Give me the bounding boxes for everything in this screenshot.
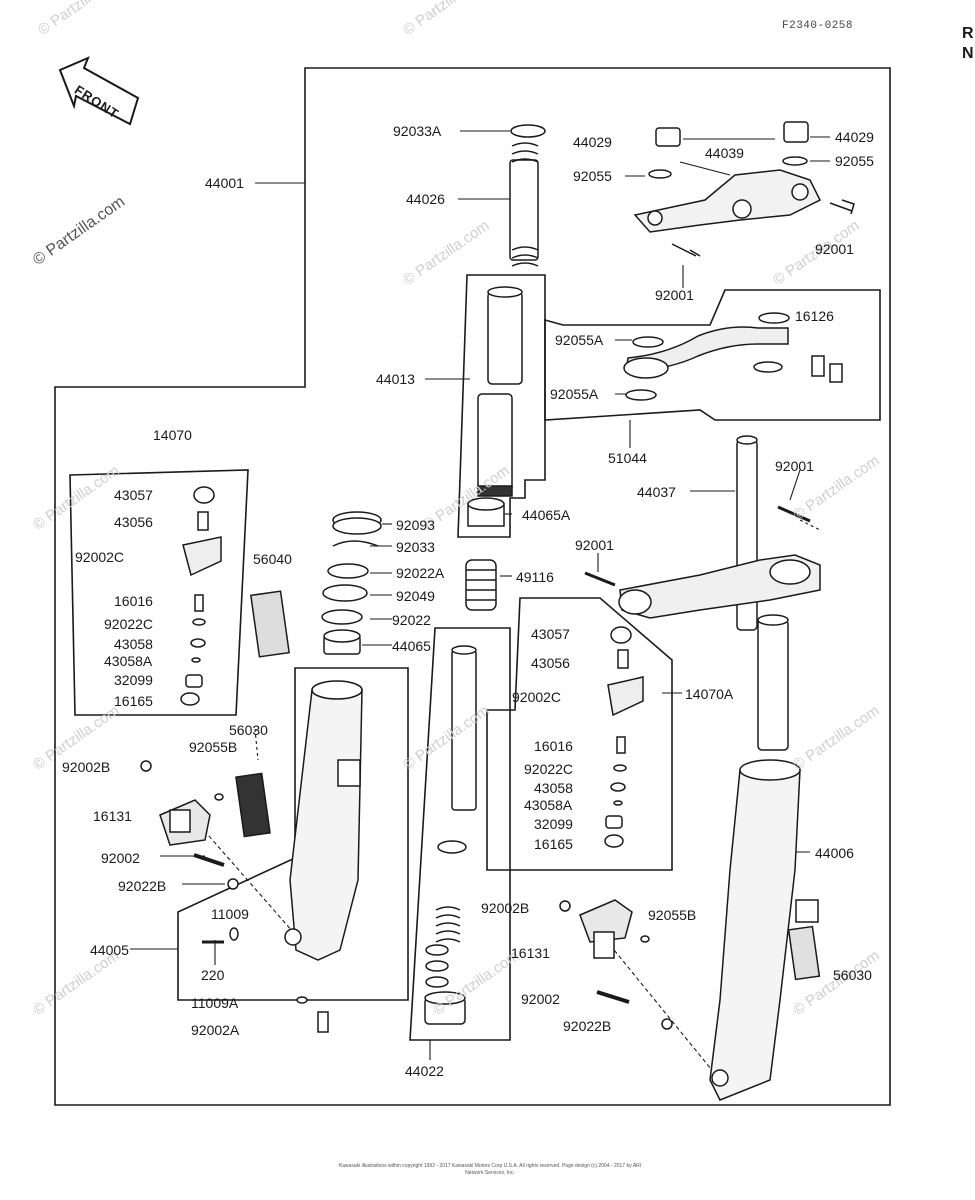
callout-14070A: 14070A xyxy=(685,686,734,702)
callout-92001: 92001 xyxy=(815,241,854,257)
callout-92033: 92033 xyxy=(396,539,435,555)
group-outline-51044 xyxy=(544,289,881,421)
callout-51044: 51044 xyxy=(608,450,647,466)
callout-43058A: 43058A xyxy=(524,797,573,813)
callout-92055: 92055 xyxy=(573,168,612,184)
callout-44065A: 44065A xyxy=(522,507,571,523)
callout-56030: 56030 xyxy=(833,967,872,983)
callout-43056: 43056 xyxy=(114,514,153,530)
callout-44001: 44001 xyxy=(205,175,244,191)
group-outline-44001 xyxy=(54,67,891,1106)
callout-16126: 16126 xyxy=(795,308,834,324)
callout-92055B: 92055B xyxy=(189,739,238,755)
callout-92055B: 92055B xyxy=(648,907,697,923)
callout-92022C: 92022C xyxy=(104,616,154,632)
figure-code: F2340-0258 xyxy=(782,20,854,32)
callout-220: 220 xyxy=(201,967,225,983)
copyright-notice: Kawasaki illustrations within copyright … xyxy=(338,1163,642,1176)
callout-92002: 92002 xyxy=(521,991,560,1007)
callout-44039: 44039 xyxy=(705,145,744,161)
callout-16016: 16016 xyxy=(534,738,573,754)
callout-44065: 44065 xyxy=(392,638,431,654)
callout-92093: 92093 xyxy=(396,517,435,533)
callout-44006: 44006 xyxy=(815,845,854,861)
callout-16165: 16165 xyxy=(114,693,153,709)
callout-43056: 43056 xyxy=(531,655,570,671)
callout-92022: 92022 xyxy=(392,612,431,628)
callout-43058: 43058 xyxy=(114,636,153,652)
callout-92001: 92001 xyxy=(775,458,814,474)
callout-92022B: 92022B xyxy=(118,878,167,894)
callout-16131: 16131 xyxy=(93,808,132,824)
callout-92033A: 92033A xyxy=(393,123,442,139)
callout-16131: 16131 xyxy=(511,945,550,961)
side-cut-letters: R N xyxy=(962,24,974,64)
callout-92055: 92055 xyxy=(835,153,874,169)
callout-32099: 32099 xyxy=(114,672,153,688)
callout-92055A: 92055A xyxy=(555,332,604,348)
callout-92022B: 92022B xyxy=(563,1018,612,1034)
group-outline-44005 xyxy=(177,667,409,1001)
callout-92022A: 92022A xyxy=(396,565,445,581)
callout-43058A: 43058A xyxy=(104,653,153,669)
callout-56040: 56040 xyxy=(253,551,292,567)
callout-92055A: 92055A xyxy=(550,386,599,402)
callout-16016: 16016 xyxy=(114,593,153,609)
group-outline-14070A xyxy=(486,597,673,871)
callout-44029: 44029 xyxy=(573,134,612,150)
callout-44005: 44005 xyxy=(90,942,129,958)
callout-43057: 43057 xyxy=(531,626,570,642)
callout-92002: 92002 xyxy=(101,850,140,866)
callout-92001: 92001 xyxy=(655,287,694,303)
callout-11009: 11009 xyxy=(211,906,249,922)
callout-44026: 44026 xyxy=(406,191,445,207)
callout-92022C: 92022C xyxy=(524,761,574,777)
callout-14070: 14070 xyxy=(153,427,192,443)
callout-44029: 44029 xyxy=(835,129,874,145)
group-outline-44022 xyxy=(409,627,511,1041)
callout-92002A: 92002A xyxy=(191,1022,240,1038)
callout-43057: 43057 xyxy=(114,487,153,503)
callout-92002B: 92002B xyxy=(481,900,530,916)
group-outline-14070-left xyxy=(69,469,249,716)
side-letter: R xyxy=(962,25,974,42)
callout-92001: 92001 xyxy=(575,537,614,553)
callout-43058: 43058 xyxy=(534,780,573,796)
callout-32099: 32099 xyxy=(534,816,573,832)
callout-44037: 44037 xyxy=(637,484,676,500)
callout-44022: 44022 xyxy=(405,1063,444,1079)
callout-92002C: 92002C xyxy=(75,549,125,565)
callout-44013: 44013 xyxy=(376,371,415,387)
side-letter: N xyxy=(962,45,974,62)
callout-56030: 56030 xyxy=(229,722,268,738)
callout-11009A: 11009A xyxy=(191,995,239,1011)
front-arrow-icon xyxy=(58,56,140,126)
callout-92049: 92049 xyxy=(396,588,435,604)
callout-16165: 16165 xyxy=(534,836,573,852)
callout-49116: 49116 xyxy=(516,569,554,585)
callout-92002C: 92002C xyxy=(512,689,562,705)
callout-92002B: 92002B xyxy=(62,759,111,775)
